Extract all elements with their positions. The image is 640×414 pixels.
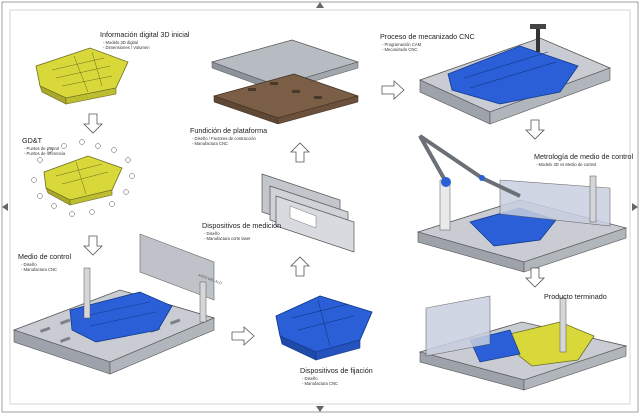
step-item: - Manufactura corte laser (204, 236, 251, 241)
right-marker (632, 203, 638, 211)
arrow-right-2 (381, 80, 405, 100)
step-title-fixation-devices: Dispositivos de fijación (300, 366, 373, 375)
step-title-gdt: GD&T (22, 136, 42, 145)
arrow-up-1 (290, 256, 310, 277)
measuring-devices (261, 173, 355, 253)
step-title-measuring-devices: Dispositivos de medición (202, 221, 282, 230)
seat-gdt-model (31, 139, 135, 217)
step-item: - Diseño (204, 231, 220, 236)
step-title-initial-3d: Información digital 3D inicial (100, 30, 190, 39)
step-item: - Puntos de control (24, 146, 60, 151)
arrow-down-1 (83, 113, 103, 134)
step-title-platform-casting: Fundición de plataforma (190, 126, 268, 135)
arrow-down-2 (83, 235, 103, 256)
arrow-down-4 (525, 267, 545, 288)
step-title-metrology: Metrología de medio de control (534, 152, 634, 161)
step-item: - Diseño / Factores de contracción (192, 136, 256, 141)
arrow-up-2 (290, 142, 310, 163)
top-marker (316, 2, 324, 8)
step-title-control-fixture: Medio de control (18, 252, 72, 261)
gdt-callouts (31, 139, 135, 217)
step-item: - Diseño (302, 376, 318, 381)
step-item: - Manufactura CNC (192, 141, 229, 146)
step-item: - Diseño (21, 262, 37, 267)
cnc-machining (418, 24, 612, 125)
step-item: - Manufactura CNC (21, 267, 58, 272)
step-title-finished-product: Producto terminado (544, 292, 607, 301)
fixation-device (275, 295, 373, 361)
step-title-cnc-machining: Proceso de mecanizado CNC (380, 32, 475, 41)
step-item: - Modelo 3D vs Medio de control (536, 162, 597, 167)
left-marker (2, 203, 8, 211)
step-item: - Programación CAM (382, 42, 422, 47)
step-item: - Dimensiones / Volumen (103, 45, 150, 50)
arrow-right-1 (231, 326, 255, 346)
inner-border (9, 9, 631, 405)
arrow-down-3 (525, 119, 545, 140)
step-item: - Manufactura CNC (302, 381, 339, 386)
bottom-marker (316, 406, 324, 412)
step-item: - Puntos de referencia (24, 151, 66, 156)
platform-casting (210, 39, 360, 125)
step-item: - Modelo 3D digital (103, 40, 138, 45)
step-item: - Mecanizado CNC (382, 47, 418, 52)
metrology-cell (416, 134, 628, 273)
finished-product (418, 295, 628, 391)
control-fixture: ASTO DEL ALO (12, 233, 223, 375)
seat-3d-model (35, 47, 129, 105)
